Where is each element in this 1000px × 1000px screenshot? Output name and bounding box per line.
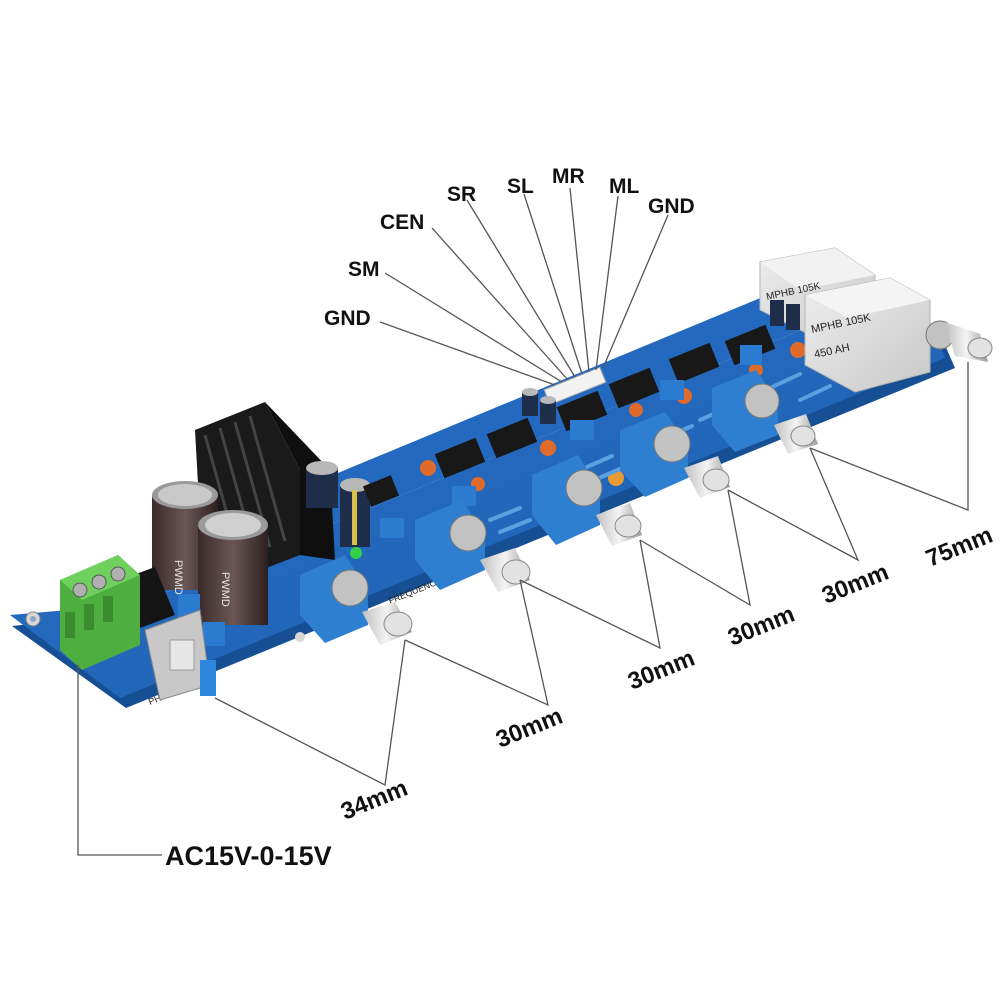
electrolytic-marking: PWMD — [172, 560, 184, 595]
leader-line-ml — [595, 195, 619, 371]
leader-line-power — [77, 665, 162, 856]
opamp-chip — [668, 342, 720, 384]
leader-line-30mm-4 — [727, 447, 860, 562]
dimension-label-34mm: 34mm — [337, 775, 411, 826]
dimension-label-30mm-2: 30mm — [624, 645, 698, 696]
pin-label-sm: SM — [348, 258, 380, 281]
box-capacitor — [660, 380, 684, 400]
ceramic-capacitor — [790, 342, 806, 358]
mounting-hole — [30, 616, 36, 622]
potentiometer-2 — [415, 500, 531, 592]
leader-line-30mm-3 — [639, 489, 751, 607]
box-capacitor — [740, 345, 762, 365]
potentiometer-5 — [712, 370, 818, 454]
leader-line-mr — [569, 187, 590, 373]
opamp-chip — [362, 475, 400, 507]
mounting-hole — [295, 632, 305, 642]
leader-line-34mm — [214, 639, 406, 786]
dimension-label-30mm-1: 30mm — [492, 703, 566, 754]
leader-line-30mm-2 — [519, 539, 661, 650]
ceramic-capacitor — [420, 460, 436, 476]
potentiometer-3 — [532, 455, 642, 546]
film-capacitors: MPHB 105K MPHB 105K 450 AH — [759, 247, 931, 393]
box-capacitors — [380, 345, 762, 538]
pin-label-cen: CEN — [380, 211, 424, 234]
pin-label-ml: ML — [609, 175, 639, 198]
pin-leader-lines — [379, 187, 669, 386]
opamp-chip — [556, 390, 608, 432]
leader-line-30mm-1 — [404, 579, 549, 707]
pin-label-gnd-right: GND — [648, 195, 695, 218]
electrolytic-capacitor-2: PWMD — [198, 510, 268, 625]
box-capacitor — [203, 622, 225, 646]
potentiometer-1 — [300, 555, 413, 645]
pin-label-sr: SR — [447, 183, 476, 206]
leader-line-gnd-right — [602, 214, 669, 369]
leader-line-sr — [466, 199, 576, 378]
power-terminal-block — [60, 555, 140, 670]
ceramic-capacitor — [629, 403, 643, 417]
ceramic-capacitor — [540, 440, 556, 456]
small-capacitor — [770, 300, 800, 330]
dimension-label-75mm: 75mm — [922, 522, 996, 573]
power-led — [350, 547, 362, 559]
dimension-label-30mm-4: 30mm — [818, 559, 892, 610]
small-capacitor — [306, 461, 338, 508]
opamp-chip — [608, 367, 660, 409]
leader-line-gnd-left — [379, 321, 556, 386]
phase-switch — [144, 609, 216, 701]
pin-label-sl: SL — [507, 175, 534, 198]
potentiometer-6 — [925, 320, 993, 362]
dimension-leader-lines — [77, 362, 969, 856]
electrolytic-marking: PWMD — [219, 572, 231, 607]
box-capacitor — [570, 420, 594, 440]
leader-line-sl — [523, 193, 583, 375]
power-input-label: AC15V-0-15V — [165, 841, 332, 871]
small-capacitor — [340, 478, 370, 547]
opamp-chip — [434, 437, 486, 479]
film-capacitor-2: MPHB 105K 450 AH — [804, 277, 931, 393]
pin-label-gnd-left: GND — [324, 307, 371, 330]
box-capacitor — [452, 486, 476, 506]
power-section: PWMD PWMD — [120, 402, 370, 646]
dimension-label-30mm-3: 30mm — [724, 601, 798, 652]
leader-line-cen — [431, 227, 569, 381]
small-capacitor — [522, 388, 556, 424]
pin-label-mr: MR — [552, 165, 585, 188]
leader-line-75mm — [809, 362, 969, 511]
potentiometer-4 — [620, 412, 730, 498]
box-capacitor — [380, 518, 404, 538]
opamp-chip — [486, 417, 538, 459]
leader-line-sm — [384, 272, 563, 383]
pin-labels: GND SM CEN SR SL MR ML GND — [324, 165, 695, 330]
